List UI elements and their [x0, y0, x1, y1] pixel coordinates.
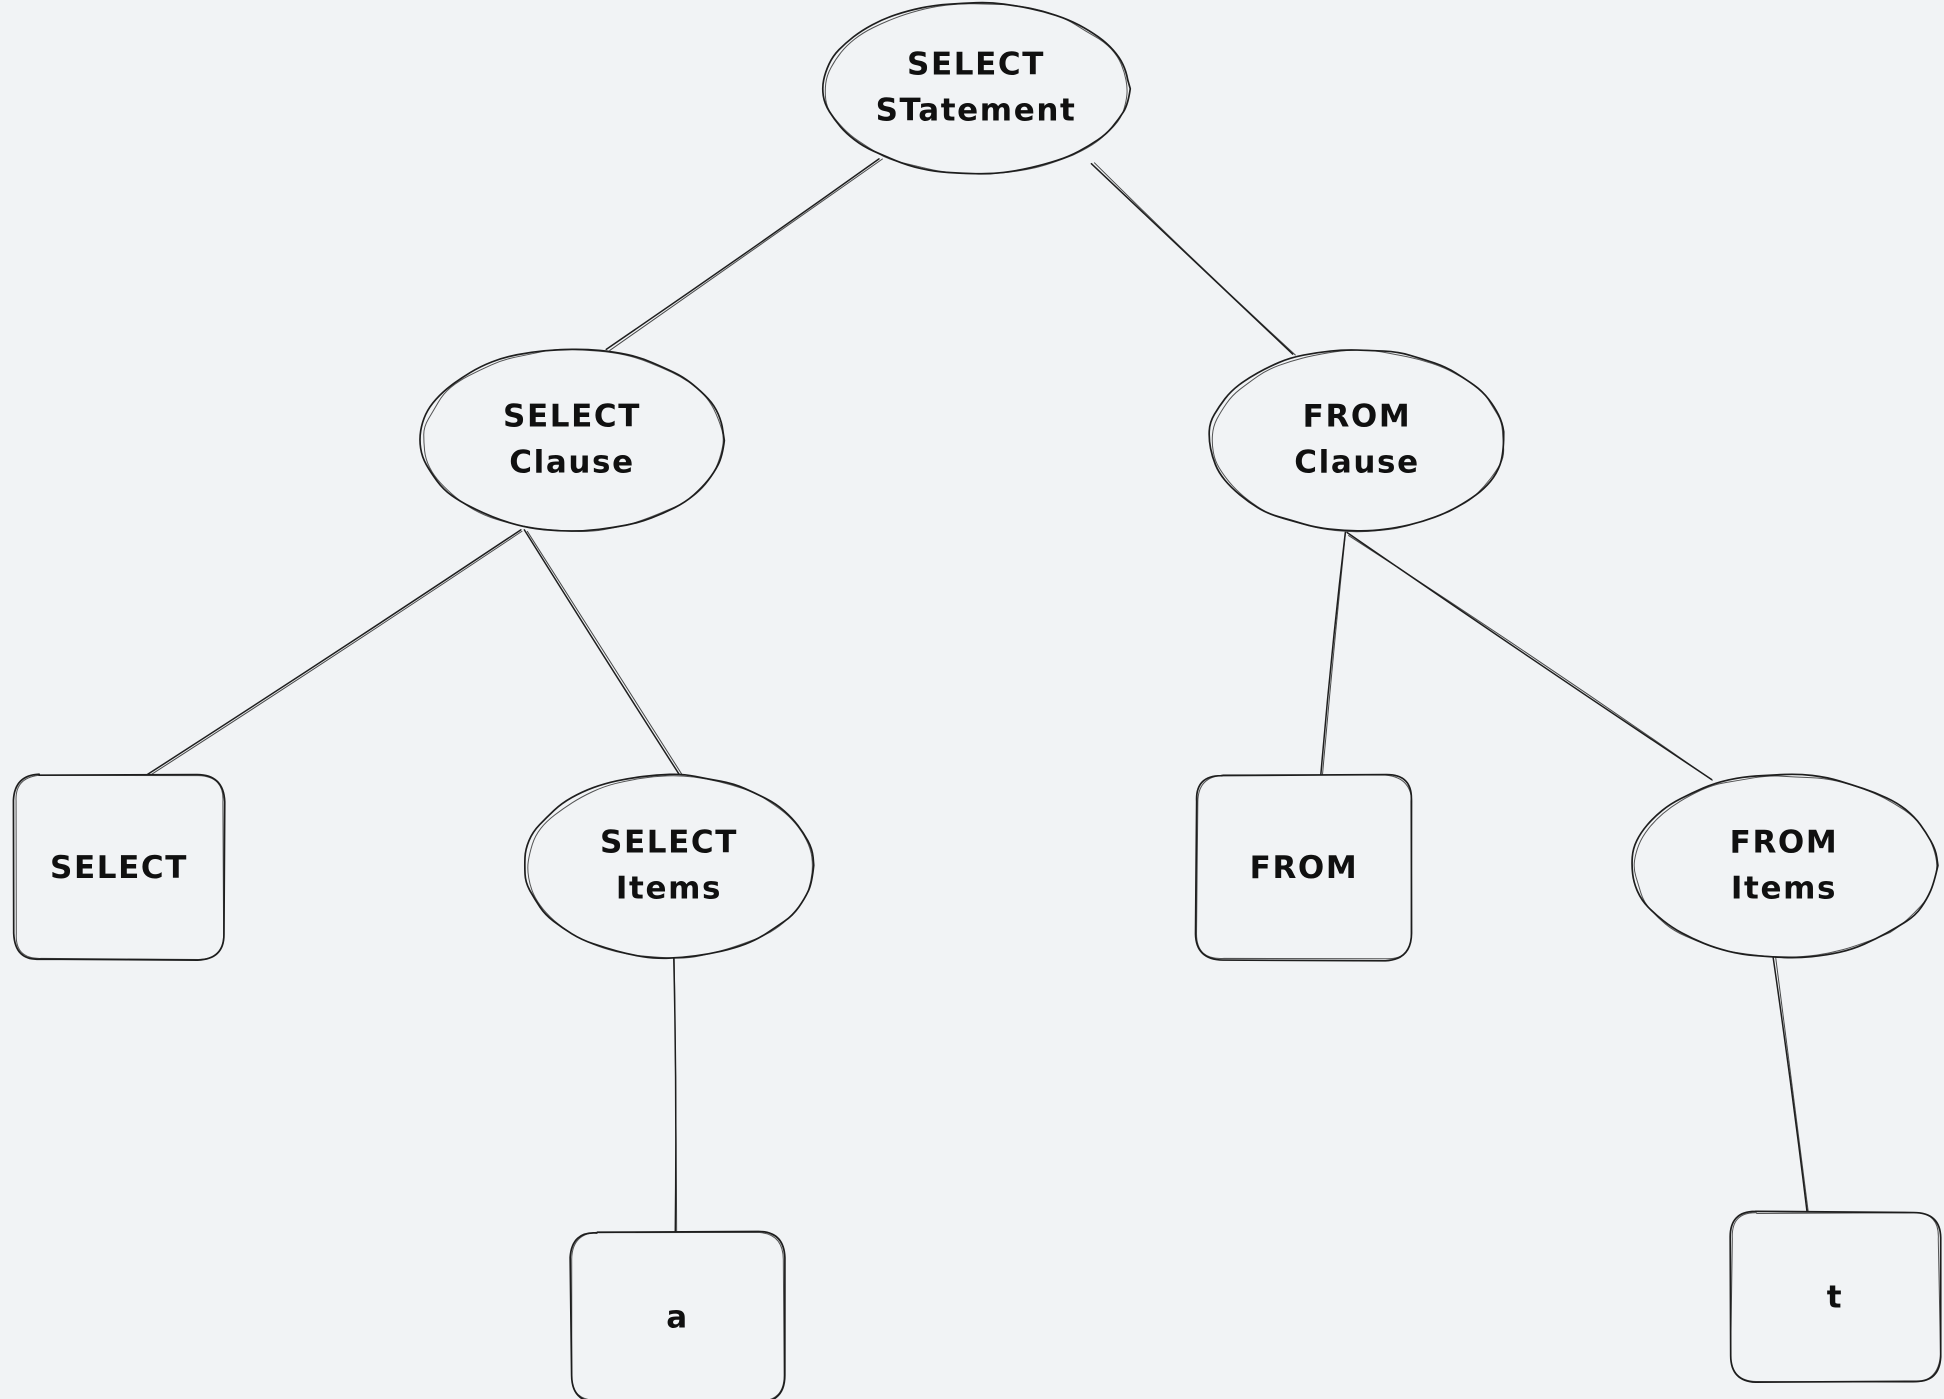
tree-edge — [605, 158, 883, 351]
node-outline-rect-echo — [571, 1231, 785, 1399]
node-outline-rect — [12, 773, 226, 961]
node-label-line1: t — [1827, 1280, 1843, 1316]
tree-edge — [523, 529, 688, 783]
edge-stroke-primary — [144, 529, 522, 777]
node-outline-ellipse-echo — [824, 3, 1128, 175]
node-outline-rect-echo — [1730, 1212, 1942, 1383]
tree-node-select-clause[interactable]: SELECT Clause — [419, 348, 726, 532]
node-outline-rect — [1194, 773, 1413, 962]
tree-node-select-items[interactable]: SELECT Items — [523, 773, 815, 960]
edge-stroke-echo — [146, 530, 523, 779]
edges-layer — [144, 158, 1810, 1235]
node-outline-ellipse — [1631, 773, 1939, 959]
edge-stroke-echo — [673, 957, 678, 1235]
node-label-line2: Items — [616, 871, 722, 907]
node-label-line1: SELECT — [907, 47, 1045, 83]
tree-node-select-statement[interactable]: SELECT STatement — [821, 1, 1132, 175]
node-label-line1: FROM — [1730, 825, 1839, 861]
tree-node-select-item-a[interactable]: a — [569, 1230, 786, 1399]
node-outline-rect-echo — [15, 774, 225, 960]
edge-stroke-primary — [1090, 162, 1294, 355]
edge-stroke-echo — [1348, 535, 1713, 781]
edge-stroke-primary — [523, 529, 685, 783]
tree-edge — [1319, 531, 1347, 787]
edge-stroke-echo — [1093, 162, 1296, 356]
node-label-line1: SELECT — [50, 850, 188, 886]
node-label-line2: Clause — [509, 445, 634, 481]
node-outline-ellipse — [419, 348, 726, 532]
edge-stroke-echo — [1775, 956, 1810, 1216]
node-outline-ellipse — [523, 773, 815, 960]
tree-node-select-terminal[interactable]: SELECT — [12, 773, 226, 961]
node-outline-ellipse-echo — [423, 348, 724, 532]
tree-edge — [673, 956, 678, 1235]
edge-stroke-echo — [609, 158, 883, 351]
node-label-line1: SELECT — [503, 399, 641, 435]
nodes-layer: SELECTSTatementSELECTClauseFROMClauseSEL… — [12, 1, 1942, 1399]
tree-node-from-terminal[interactable]: FROM — [1194, 773, 1413, 962]
edge-stroke-primary — [1319, 531, 1347, 784]
tree-node-from-clause[interactable]: FROM Clause — [1208, 349, 1505, 533]
tree-edge — [1090, 162, 1296, 356]
tree-edge — [1346, 531, 1713, 781]
node-outline-rect — [569, 1230, 786, 1399]
node-label-line1: SELECT — [600, 825, 738, 861]
node-label-line1: FROM — [1250, 850, 1359, 886]
node-label-line2: STatement — [876, 93, 1077, 129]
tree-edge — [1771, 953, 1810, 1216]
node-outline-ellipse-echo — [527, 775, 813, 959]
node-label-line2: Clause — [1294, 445, 1419, 481]
tree-node-from-items[interactable]: FROM Items — [1631, 773, 1939, 959]
edge-stroke-echo — [1321, 532, 1346, 787]
node-label-line2: Items — [1731, 871, 1837, 907]
tree-node-from-item-t[interactable]: t — [1729, 1210, 1942, 1384]
edge-stroke-echo — [526, 530, 688, 783]
tree-edge — [144, 529, 523, 779]
node-outline-ellipse-echo — [1211, 349, 1505, 533]
node-outline-ellipse-echo — [1633, 775, 1938, 958]
edge-stroke-primary — [605, 158, 880, 351]
node-label-line1: a — [666, 1300, 689, 1336]
node-label-line1: FROM — [1303, 399, 1412, 435]
node-outline-rect-echo — [1196, 774, 1413, 960]
edge-stroke-primary — [1771, 953, 1808, 1214]
